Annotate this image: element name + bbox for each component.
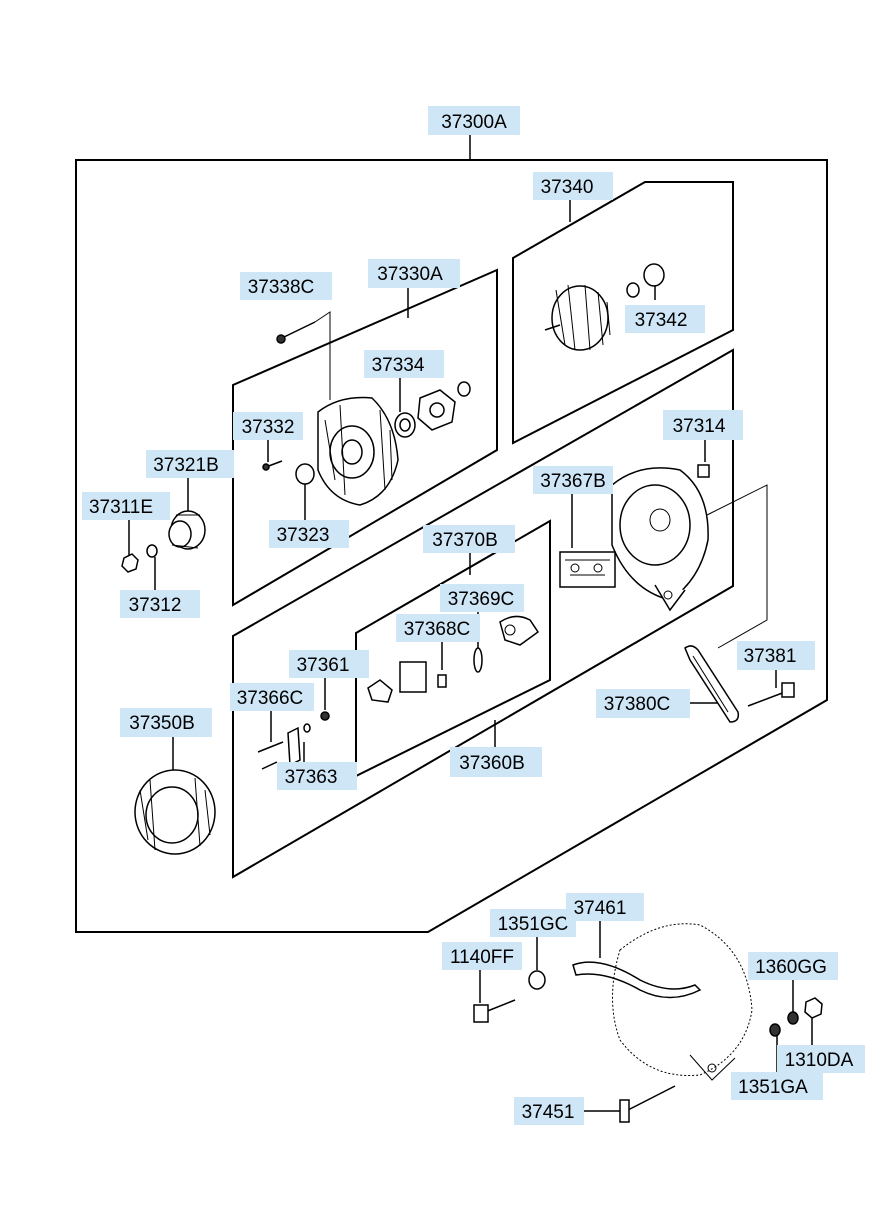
label-text: 37332 [242,417,295,438]
bolt-1140FF [473,999,516,1023]
alternator-assembly-frame [75,159,828,933]
label-37340: 37340 [533,172,613,200]
label-text: 37451 [522,1102,575,1123]
label-text: 37342 [635,310,688,331]
label-text: 1351GA [738,1077,808,1098]
label-text: 37340 [541,177,594,198]
label-37367B: 37367B [533,466,613,494]
bushing-37314 [697,464,710,478]
label-37363: 37363 [277,762,357,790]
plate-37363 [287,723,311,767]
brace-37461 [572,961,702,999]
label-text: 37381 [744,646,797,667]
label-1140FF: 1140FF [442,942,522,970]
label-37366C: 37366C [230,683,314,711]
label-37381: 37381 [737,641,815,670]
nut-37311E [121,553,139,573]
label-text: 37338C [248,277,315,298]
label-37370B: 37370B [423,525,515,553]
label-37332: 37332 [233,412,303,440]
label-37451: 37451 [514,1097,584,1125]
label-37342: 37342 [625,305,705,333]
label-text: 37366C [237,688,304,709]
label-text: 37360B [459,753,525,774]
front-bracket-group-frame [232,268,498,607]
label-37338C: 37338C [240,272,332,300]
label-text: 37312 [129,595,182,616]
label-37330A: 37330A [368,259,460,288]
label-text: 37361 [297,655,350,676]
screws-37366C [257,741,284,770]
label-37321B: 37321B [146,450,234,478]
label-37314: 37314 [663,410,743,440]
label-37300A: 37300A [428,106,520,135]
spacer-37323 [295,463,315,485]
front-bracket-37330A [317,396,399,506]
washer-1351GA [769,1023,781,1037]
brush-holder-parts [367,615,540,703]
label-37360B: 37360B [450,747,542,777]
label-text: 37350B [129,713,195,734]
label-text: 1351GC [498,914,569,935]
nut-1310DA [804,997,823,1019]
label-37380C: 37380C [596,689,690,718]
label-text: 1140FF [450,947,514,968]
label-text: 1360GG [755,957,827,978]
screw-37332 [262,460,283,471]
label-text: 37314 [673,416,726,437]
label-text: 37380C [604,694,671,715]
label-1360GG: 1360GG [748,952,838,980]
rear-bracket-group-frame [232,348,734,879]
brush-holder-group-frame [355,519,551,778]
label-text: 37334 [372,355,425,376]
rotor-group-frame [512,181,734,445]
label-1310DA: 1310DA [777,1045,865,1073]
label-text: 37461 [574,898,627,919]
label-text: 37311E [89,497,153,518]
label-1351GA: 1351GA [731,1072,823,1100]
nut-37361 [320,711,330,721]
label-37361: 37361 [289,650,369,678]
rectifier-37367B [559,551,616,588]
long-bolt-37338C [276,311,331,400]
label-text: 37369C [448,589,515,610]
label-37350B: 37350B [120,708,212,737]
alternator-outline-ghost [612,923,753,1081]
bolt-37381 [747,682,795,707]
bearing-37334 [394,381,471,438]
label-text: 1310DA [785,1050,854,1071]
label-text: 37323 [277,525,330,546]
label-37311E: 37311E [82,492,170,520]
washer-37312 [146,544,158,558]
pulley-37321B [168,510,206,550]
label-37323: 37323 [269,520,349,548]
rear-bracket-dashed-link [706,484,768,649]
rotor-37340 [544,263,665,351]
label-text: 37368C [404,619,471,640]
adjusting-bar-37380C [684,645,740,723]
label-37334: 37334 [364,350,444,378]
label-37312: 37312 [120,590,200,618]
label-text: 37321B [153,455,219,476]
stator-37350B [134,769,216,855]
label-text: 37300A [441,112,507,133]
label-1351GC: 1351GC [490,909,576,937]
label-text: 37367B [540,471,606,492]
label-text: 37370B [432,530,498,551]
bolt-37451 [619,1085,676,1123]
label-37368C: 37368C [396,614,480,642]
label-text: 37363 [285,767,338,788]
label-text: 37330A [377,264,443,285]
rear-bracket [611,467,709,612]
label-37461: 37461 [566,893,644,921]
washer-1351GC [528,970,546,990]
washer-1360GG [787,1011,799,1025]
label-37369C: 37369C [440,584,524,612]
